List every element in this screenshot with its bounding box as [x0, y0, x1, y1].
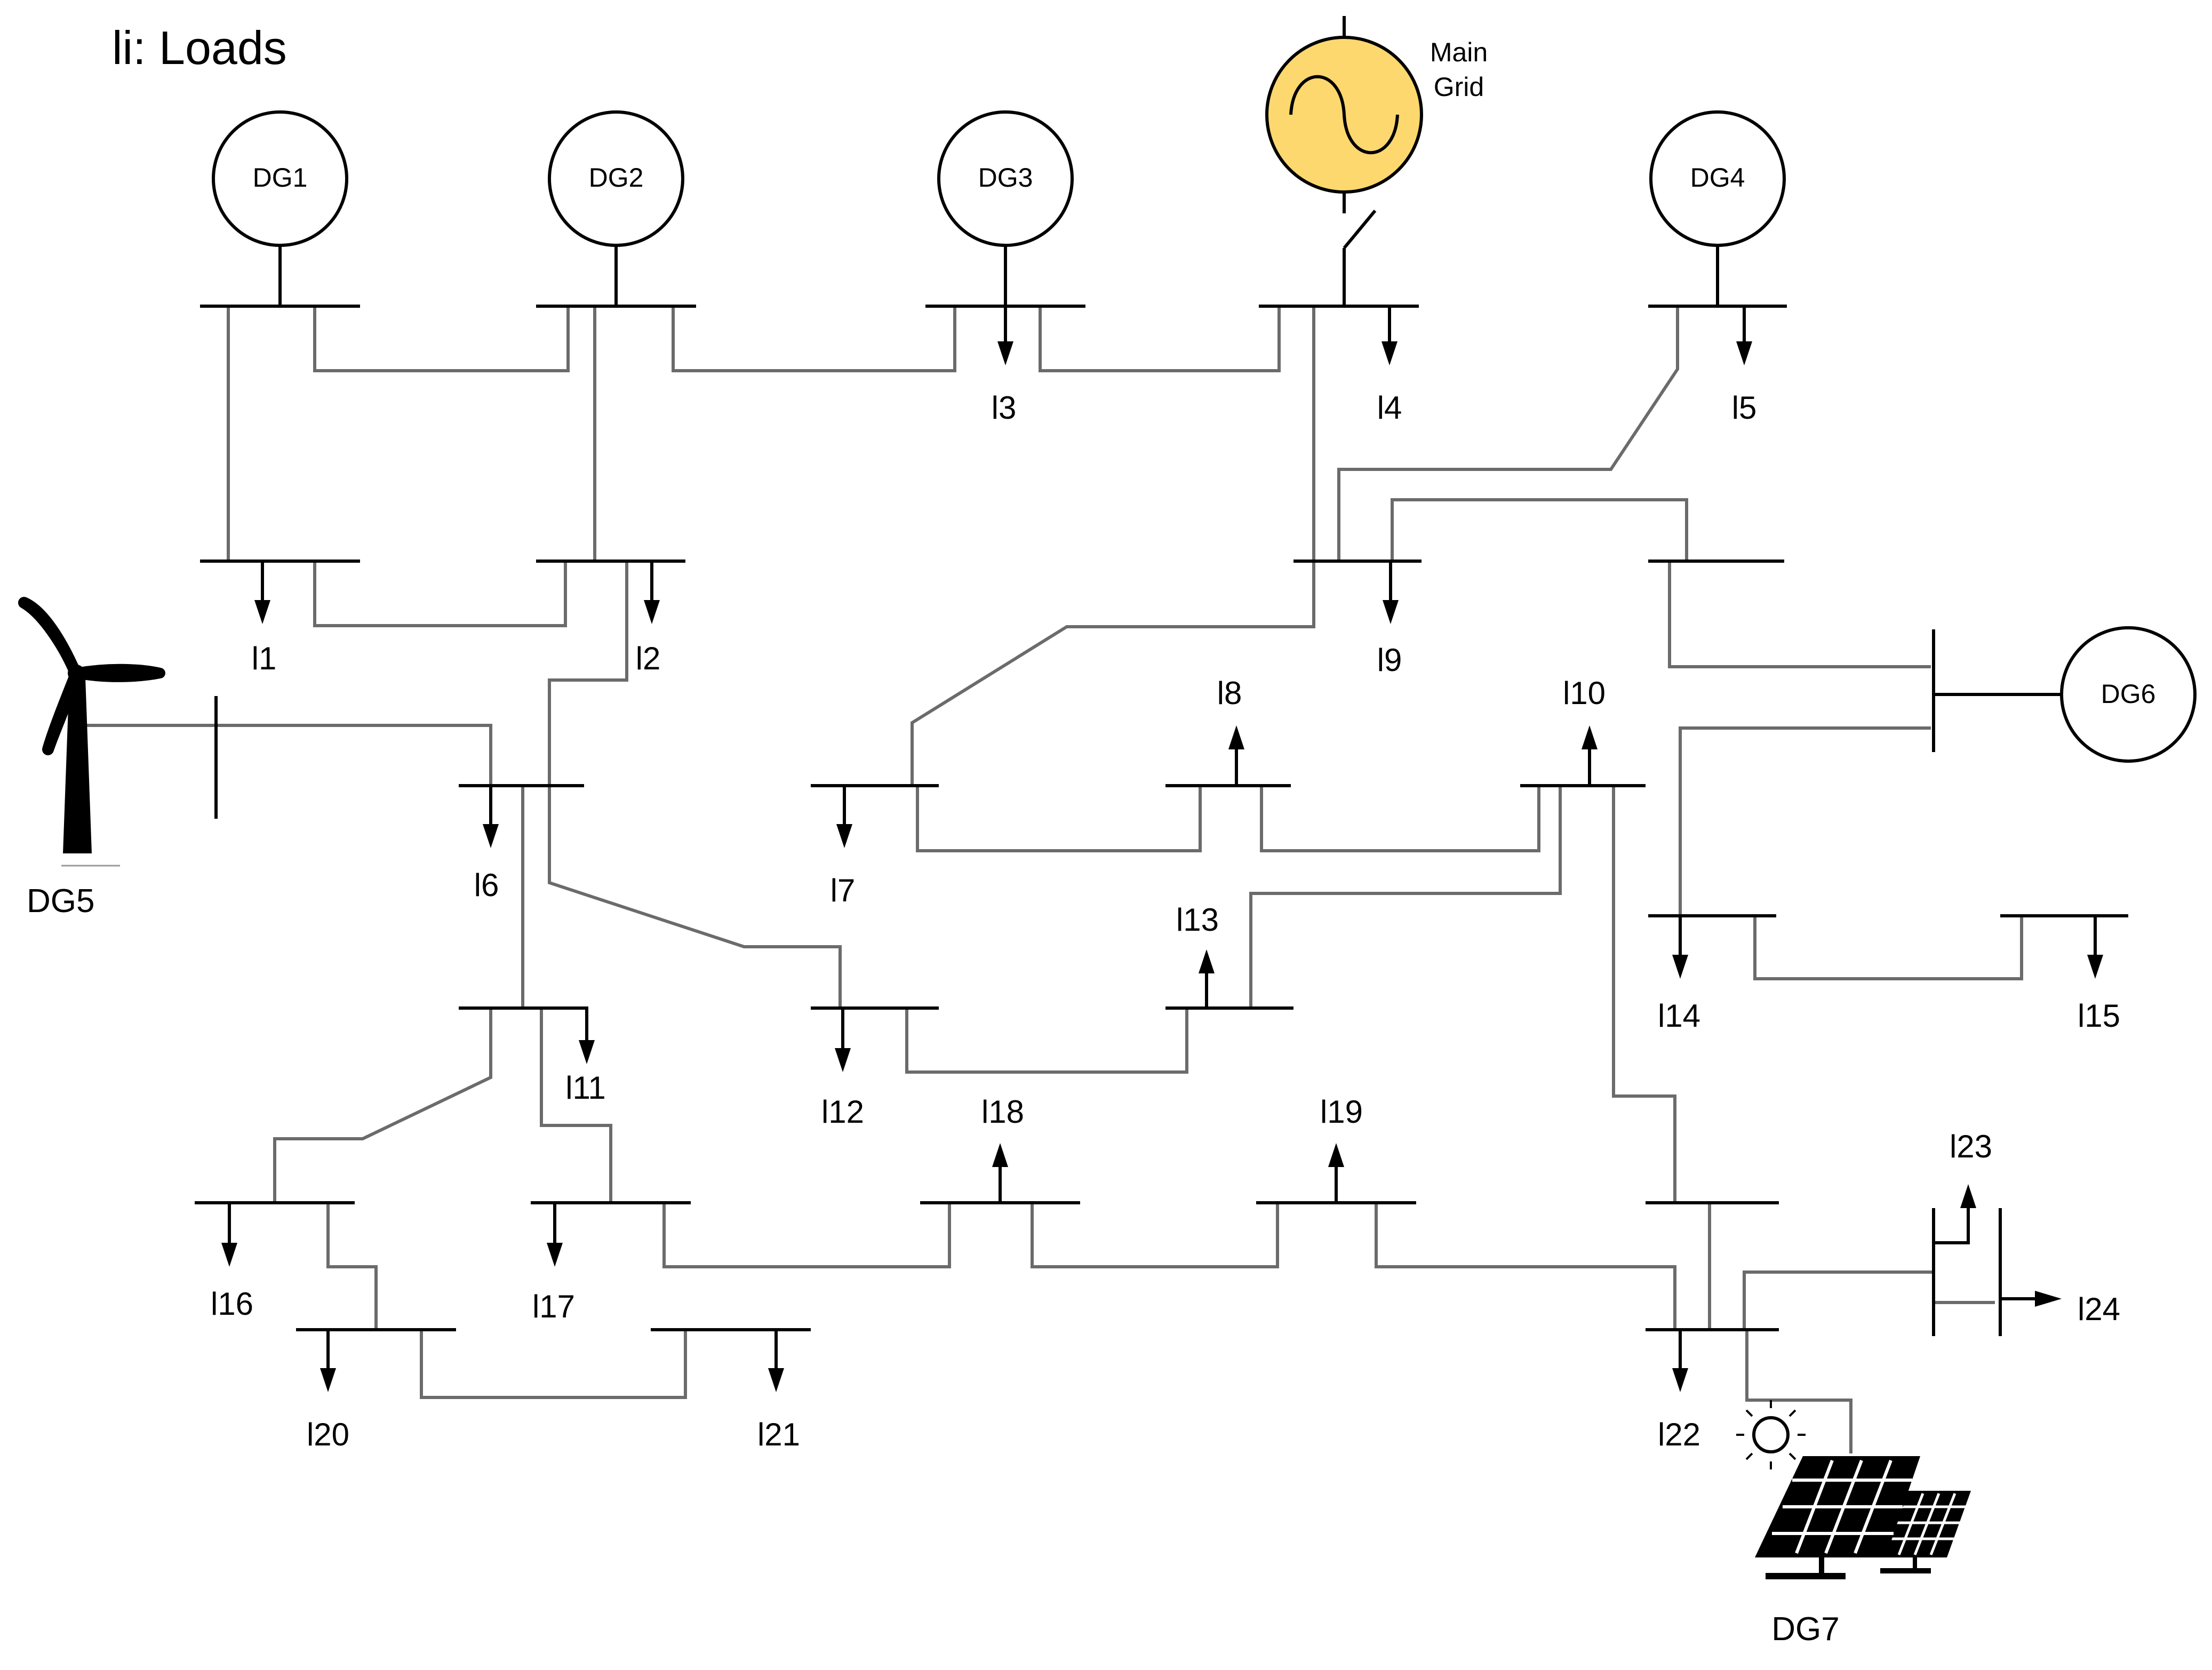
- dg4-label: DG4: [1690, 163, 1745, 193]
- load-label-l19: l19: [1320, 1094, 1363, 1130]
- load-label-l1: l1: [252, 641, 277, 676]
- dg5-label: DG5: [27, 883, 94, 920]
- load-label-l8: l8: [1217, 675, 1242, 711]
- generators: DG1 DG2 DG3 DG4 DG6 Main Grid DG5: [18, 16, 2197, 1648]
- load-label-l15: l15: [2078, 998, 2120, 1034]
- dg1-label: DG1: [253, 163, 308, 193]
- load-label-l24: l24: [2078, 1291, 2120, 1327]
- load-label-l4: l4: [1377, 390, 1402, 426]
- transmission-lines: [80, 306, 2023, 1453]
- wind-turbine-icon: [18, 597, 165, 867]
- dg3-label: DG3: [978, 163, 1033, 193]
- dg2-generator-icon: [548, 110, 684, 247]
- dg6-generator-icon: [2060, 626, 2197, 763]
- solar-panel-icon: [1736, 1400, 1971, 1579]
- load-labels: l1 l2 l3 l4 l5 l6 l7 l8 l9 l10 l11 l12 l…: [211, 390, 2120, 1452]
- main-grid-label-line1: Main: [1430, 37, 1488, 67]
- load-label-l2: l2: [636, 641, 661, 676]
- load-label-l18: l18: [981, 1094, 1024, 1130]
- load-label-l10: l10: [1563, 675, 1606, 711]
- load-label-l3: l3: [992, 390, 1017, 426]
- dg6-label: DG6: [2101, 679, 2156, 709]
- dg1-generator-icon: [212, 110, 348, 247]
- load-label-l16: l16: [211, 1286, 253, 1322]
- main-grid-label-line2: Grid: [1434, 72, 1484, 102]
- load-label-l20: l20: [307, 1417, 349, 1452]
- load-label-l23: l23: [1950, 1129, 1992, 1164]
- dg2-label: DG2: [589, 163, 644, 193]
- load-label-l14: l14: [1658, 998, 1700, 1034]
- load-label-l11: l11: [565, 1070, 606, 1106]
- buses: [195, 305, 2128, 1336]
- load-label-l6: l6: [474, 867, 499, 903]
- load-label-l17: l17: [532, 1289, 575, 1324]
- dg7-label: DG7: [1771, 1611, 1839, 1648]
- load-label-l21: l21: [757, 1417, 800, 1452]
- legend-title: li: Loads: [112, 21, 287, 74]
- load-label-l13: l13: [1176, 902, 1219, 938]
- dg3-generator-icon: [937, 110, 1074, 247]
- dg4-generator-icon: [1649, 110, 1786, 247]
- load-label-l7: l7: [831, 873, 856, 908]
- load-label-l9: l9: [1377, 642, 1402, 678]
- load-label-l5: l5: [1732, 390, 1757, 426]
- load-label-l12: l12: [821, 1094, 864, 1130]
- load-label-l22: l22: [1658, 1417, 1700, 1452]
- load-arrows: [221, 306, 2103, 1392]
